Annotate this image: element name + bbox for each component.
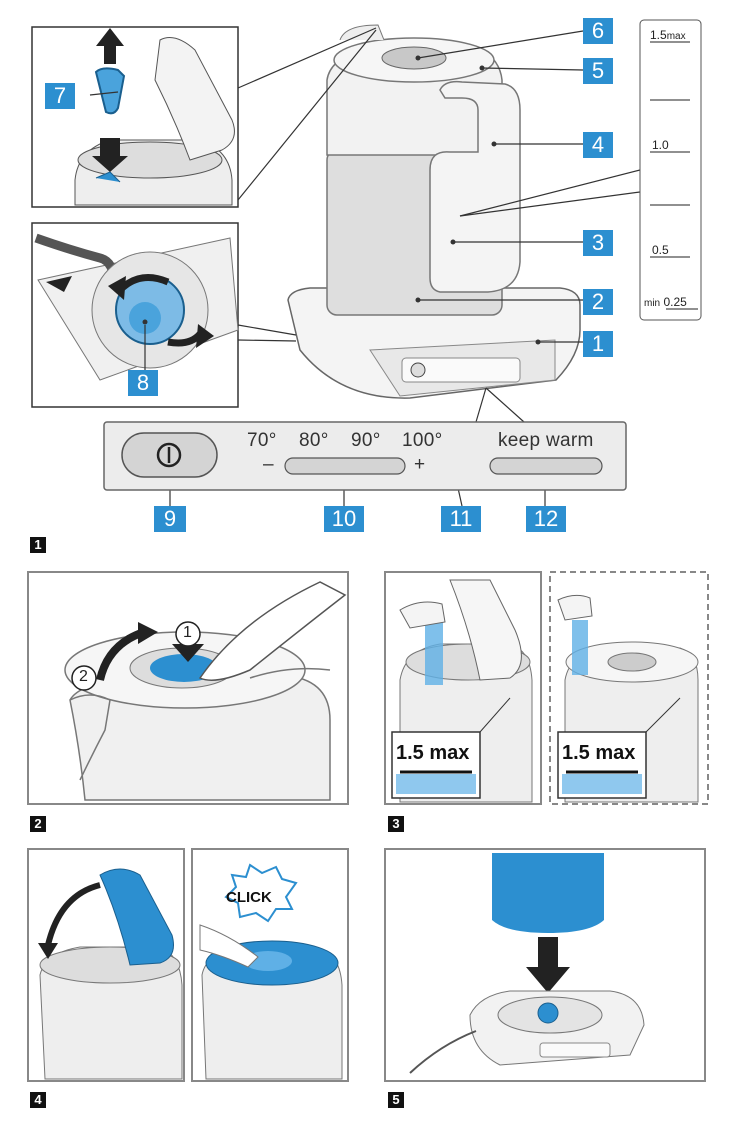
label-100: 100° bbox=[402, 430, 443, 451]
callout-4: 4 bbox=[583, 132, 613, 158]
figure-3-diagram bbox=[384, 571, 709, 805]
callout-9: 9 bbox=[154, 506, 186, 532]
figure-number-1: 1 bbox=[30, 537, 46, 553]
label-minus: – bbox=[263, 454, 274, 475]
fill-label-left: 1.5 max bbox=[396, 742, 470, 764]
base-underside-illustration bbox=[34, 233, 239, 381]
step-1-marker bbox=[175, 621, 201, 647]
callout-2: 2 bbox=[583, 289, 613, 315]
figure-5-diagram bbox=[384, 848, 706, 1082]
label-plus: + bbox=[414, 454, 426, 475]
callout-10: 10 bbox=[324, 506, 364, 532]
figure-number-5: 5 bbox=[388, 1092, 404, 1108]
kettle-main bbox=[287, 24, 581, 399]
keep-warm-button-shape bbox=[489, 457, 603, 475]
label-90: 90° bbox=[351, 430, 381, 451]
label-80: 80° bbox=[299, 430, 329, 451]
arrow-down-icon bbox=[92, 138, 128, 172]
filter-part bbox=[94, 67, 126, 115]
callout-11: 11 bbox=[441, 506, 481, 532]
figure-number-4: 4 bbox=[30, 1092, 46, 1108]
callout-12: 12 bbox=[526, 506, 566, 532]
step-1-label: 1 bbox=[183, 624, 192, 641]
power-icon bbox=[156, 442, 182, 468]
callout-7: 7 bbox=[45, 83, 75, 109]
callout-3: 3 bbox=[583, 230, 613, 256]
callout-6: 6 bbox=[583, 18, 613, 44]
label-keep-warm: keep warm bbox=[498, 430, 594, 451]
temperature-slider-shape bbox=[284, 457, 406, 475]
scale-mid-value: 1.0 bbox=[652, 138, 669, 152]
figure-2-diagram bbox=[27, 571, 349, 805]
lid-open-illustration bbox=[74, 37, 235, 206]
click-burst bbox=[224, 863, 298, 923]
step-2-marker bbox=[71, 665, 97, 691]
callout-8: 8 bbox=[128, 370, 158, 396]
figure-number-2: 2 bbox=[30, 816, 46, 832]
figure-4-diagram bbox=[27, 848, 349, 1082]
callout-1: 1 bbox=[583, 331, 613, 357]
step-2-label: 2 bbox=[79, 668, 88, 685]
scale-max-value: 1.5max bbox=[650, 28, 686, 42]
label-70: 70° bbox=[247, 430, 277, 451]
figure-number-3: 3 bbox=[388, 816, 404, 832]
callout-5: 5 bbox=[583, 58, 613, 84]
scale-low-value: 0.5 bbox=[652, 243, 669, 257]
scale-min-value: min 0.25 bbox=[644, 295, 687, 309]
click-label: CLICK bbox=[226, 889, 272, 906]
fill-label-right: 1.5 max bbox=[562, 742, 636, 764]
arrow-up-icon bbox=[96, 28, 124, 64]
figure-1-diagram bbox=[31, 19, 702, 507]
water-scale bbox=[639, 19, 702, 321]
